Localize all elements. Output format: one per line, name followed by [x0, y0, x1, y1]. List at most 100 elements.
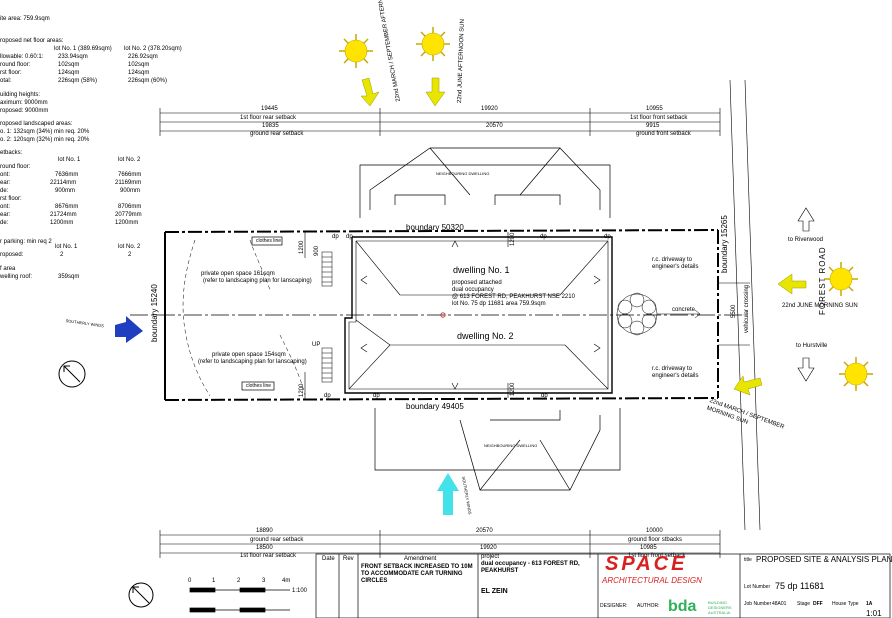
open-space-curves: [182, 239, 306, 397]
site-area: ite area: 759.9sqm: [0, 16, 50, 22]
scale-ratio: 1:100: [292, 588, 308, 594]
forest-road-label: FOREST ROAD: [818, 246, 827, 315]
top-dimensions: [159, 108, 721, 136]
driveway-note-2: r.c. driveway to: [652, 366, 693, 372]
bda-logo: bda: [668, 598, 697, 615]
scale-tick-0: 0: [188, 578, 192, 584]
sun-arrow-icon-2: [425, 77, 446, 107]
traffic-arrow-hurstville: [797, 357, 815, 382]
setback-row-lot2: 21169mm: [115, 180, 142, 186]
parking-label: roposed:: [0, 252, 24, 258]
boundary-bottom-label: boundary 49405: [406, 402, 464, 411]
setback-row-label: ont:: [0, 172, 11, 178]
height-proposed: roposed: 9000mm: [0, 108, 49, 114]
proposal-line-4: lot No. 75 dp 11681 area 759.9sqm: [452, 301, 546, 307]
setback-row-lot2: 1200mm: [115, 220, 139, 226]
dim-top-3: 10955: [646, 106, 663, 112]
dim-top-5: 20570: [486, 123, 503, 129]
floor-arrows: [360, 240, 601, 390]
dwelling-2-label: dwelling No. 2: [457, 331, 514, 341]
setback-row-lot1: 21724mm: [50, 212, 77, 218]
lot2-head: lot No. 2 (378.20sqm): [124, 46, 182, 52]
job-number-label: Job Number: [744, 601, 772, 607]
dim-top-6: 9915: [646, 123, 660, 129]
proposal-line-3: @ 613 FOREST RD, PEAKHURST NSE 2210: [452, 294, 575, 300]
dim-top-rear-first: 1st floor rear setback: [240, 115, 297, 121]
project-name: dual occupancy - 613 FOREST RD, PEAKHURS…: [481, 561, 580, 574]
setback-row-lot1: 1200mm: [50, 220, 74, 226]
project-label: project: [481, 554, 500, 560]
parking-lot1: 2: [60, 252, 64, 258]
vehicular-crossing-label: vehicular crossing: [744, 284, 750, 333]
scale-tick-4: 4m: [282, 578, 291, 584]
col-date: Date: [322, 556, 335, 562]
dp-label: dp: [373, 393, 380, 399]
setback-row-label: ear:: [0, 212, 11, 218]
landscape-lot1: o. 1: 132sqm (34%) min req. 20%: [0, 129, 90, 135]
dp-label: dp: [346, 234, 353, 240]
dim-bottom-rear-first: 1st floor rear setback: [240, 553, 297, 559]
floor-row-lot2: 226.92sqm: [128, 54, 158, 60]
crossing-dim: 5500: [731, 304, 737, 318]
title-label: title: [744, 557, 752, 563]
dim-bottom-rear-ground: ground rear setback: [250, 537, 304, 543]
boundary-left-label: boundary 15240: [150, 284, 159, 342]
dim-1200: 1200: [299, 383, 305, 397]
driveway-note-1: r.c. driveway to: [652, 257, 693, 263]
street-kerb: [718, 79, 761, 531]
open-space-1: private open space 161sqm: [201, 271, 275, 277]
concrete-label: concrete: [672, 307, 696, 313]
house-type-label: House Type: [832, 601, 859, 607]
setback-lot1-head: lot No. 1: [58, 157, 81, 163]
sun-icon-winter-pm: [339, 34, 373, 68]
bottom-dimensions: [159, 530, 721, 558]
setback-row-label: ear:: [0, 180, 11, 186]
author-label: AUTHOR:: [637, 603, 660, 609]
setback-row-label: ont:: [0, 204, 11, 210]
open-space-2-note: (refer to landscaping plan for lanscapin…: [198, 359, 307, 365]
roof-label: welling roof:: [0, 274, 33, 280]
dim-bottom-5: 19920: [480, 545, 497, 551]
setback-row-lot2: 8706mm: [118, 204, 142, 210]
dp-label: dp: [324, 393, 331, 399]
house-type-value: 1A: [866, 601, 873, 607]
stair-up-label: UP: [312, 342, 321, 348]
north-point-icon: [58, 360, 86, 388]
dim-top-front-first: 1st floor front setback: [630, 115, 688, 121]
wind-arrow-icon-south: [437, 473, 459, 515]
neighbour-bottom-outline: [374, 408, 621, 491]
col-amendment: Amendment: [404, 556, 437, 562]
roof-value: 359sqm: [58, 274, 80, 280]
dp-label: dp: [540, 234, 547, 240]
setback-row-lot1: 7636mm: [55, 172, 79, 178]
landscape-title: roposed landscaped areas:: [0, 121, 73, 127]
dim-top-rear-ground: ground rear setback: [250, 131, 304, 137]
traffic-arrow-riverwood: [797, 207, 815, 232]
sheet-number: 1:01: [866, 609, 882, 618]
boundary-right-label: boundary 15265: [720, 215, 729, 273]
net-floor-title: roposed net floor areas:: [0, 38, 64, 44]
dim-top-4: 19835: [262, 123, 279, 129]
setback-lot2-head: lot No. 2: [118, 157, 141, 163]
scale-bar-top: [189, 587, 290, 593]
floor-row-lot2: 226sqm (60%): [128, 78, 168, 84]
setback-row-label: de:: [0, 188, 9, 194]
floor-row-label: otal:: [0, 78, 12, 84]
dim-top-front-ground: ground front setback: [636, 131, 691, 137]
sun-icon-equinox-pm: [416, 27, 450, 61]
floor-row-lot1: 226sqm (58%): [58, 78, 98, 84]
setback-row-lot2: 900mm: [120, 188, 141, 194]
floor-row-label: round floor:: [0, 62, 31, 68]
dim-bottom-2: 20570: [476, 528, 493, 534]
wind-arrow-icon-west: [115, 316, 143, 343]
sun-arrow-icon-1: [360, 77, 380, 107]
floor-row-lot2: 102sqm: [128, 62, 150, 68]
survey-mark: [440, 312, 446, 318]
driveway-note-2b: engineer's details: [652, 373, 699, 379]
dim-top-1: 19445: [261, 106, 278, 112]
to-riverwood-label: to Riverwood: [788, 237, 824, 243]
clothes-line-bottom-label: clothes line: [246, 383, 272, 389]
roof-title: f area: [0, 266, 16, 272]
scale-tick-2: 2: [237, 578, 241, 584]
floor-row-lot1: 233.94sqm: [58, 54, 88, 60]
